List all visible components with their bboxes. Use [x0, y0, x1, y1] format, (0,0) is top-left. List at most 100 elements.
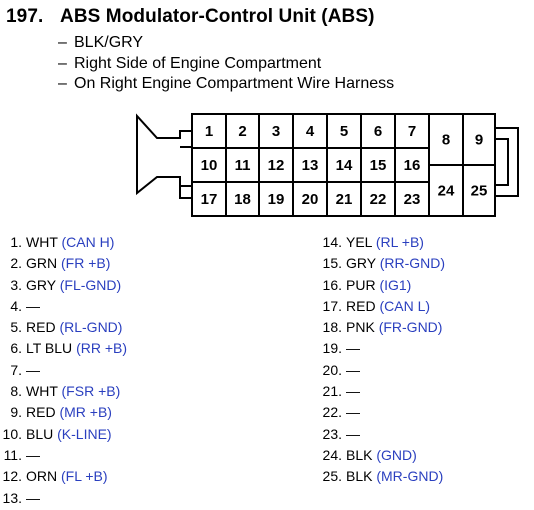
pin-entry: 12.ORN (FL +B)	[0, 466, 127, 487]
pin-entry: 20.—	[320, 360, 445, 381]
cavity-number: 23	[404, 191, 421, 208]
pin-number: 24.	[322, 446, 342, 463]
cavity-number: 22	[370, 191, 387, 208]
pin-entry: 6.LT BLU (RR +B)	[0, 338, 127, 359]
pin-number: 16.	[322, 276, 342, 293]
pin-entry: 22.—	[320, 402, 445, 423]
cavity-number: 7	[408, 123, 416, 140]
connector-notes: –BLK/GRY –Right Side of Engine Compartme…	[58, 33, 394, 95]
cavity-number: 1	[205, 123, 213, 140]
cavity-number: 5	[340, 123, 348, 140]
connector-tab-inner	[494, 138, 509, 186]
wire-color: WHT	[26, 383, 58, 400]
wire-color: —	[346, 361, 360, 378]
pin-entry: 23.—	[320, 424, 445, 445]
cavity-number: 19	[268, 191, 285, 208]
wire-color: GRY	[26, 276, 56, 293]
wire-color: —	[346, 425, 360, 442]
cavity-number: 20	[302, 191, 319, 208]
cavity-number: 2	[238, 123, 246, 140]
pin-number: 6.	[10, 340, 22, 357]
pin-entry: 9.RED (MR +B)	[0, 402, 127, 423]
pin-entry: 8.WHT (FSR +B)	[0, 381, 127, 402]
pin-entry: 11.—	[0, 445, 127, 466]
signal-name: (FL +B)	[61, 468, 108, 485]
pin-number: 9.	[10, 404, 22, 421]
cavity-number: 10	[201, 157, 218, 174]
pin-entry: 7.—	[0, 360, 127, 381]
signal-name: (RL-GND)	[59, 319, 123, 336]
wire-color: —	[26, 446, 40, 463]
note-location: –Right Side of Engine Compartment	[58, 54, 322, 72]
pin-entry: 3.GRY (FL-GND)	[0, 275, 127, 296]
cavity-number: 21	[336, 191, 353, 208]
signal-name: (FR-GND)	[378, 319, 443, 336]
note-harness: –On Right Engine Compartment Wire Harnes…	[58, 75, 395, 92]
pin-entry: 19.—	[320, 338, 445, 359]
wire-color: YEL	[346, 234, 372, 250]
component-title: 197. ABS Modulator-Control Unit (ABS)	[6, 6, 375, 28]
wire-color: —	[346, 383, 360, 400]
wire-color: PUR	[346, 276, 376, 293]
connector-tab-outline	[495, 127, 519, 197]
pin-number: 15.	[322, 255, 342, 272]
cavity-number: 12	[268, 157, 285, 174]
component-number: 197.	[6, 6, 44, 27]
component-name: ABS Modulator-Control Unit (ABS)	[60, 6, 375, 27]
signal-name: (CAN L)	[379, 297, 431, 314]
wire-color: ORN	[26, 468, 58, 485]
wire-color: BLK	[346, 446, 373, 463]
wire-color: RED	[26, 319, 56, 336]
wire-color: RED	[346, 297, 376, 314]
pin-number: 4.	[10, 297, 22, 314]
signal-name: (IG1)	[379, 276, 412, 293]
pin-number: 23.	[322, 425, 342, 442]
signal-name: (FSR +B)	[61, 383, 121, 400]
pin-number: 17.	[322, 297, 342, 314]
pin-number: 14.	[322, 234, 342, 250]
pin-number: 11.	[3, 446, 22, 463]
wire-color: PNK	[346, 319, 375, 336]
wire-color: —	[26, 361, 40, 378]
pin-number: 8.	[10, 383, 22, 400]
pin-entry: 2.GRN (FR +B)	[0, 253, 127, 274]
wire-color: BLU	[26, 425, 54, 442]
cavity-number: 18	[234, 191, 251, 208]
pin-number: 1.	[10, 234, 22, 250]
pin-number: 12.	[2, 468, 22, 485]
signal-name: (CAN H)	[61, 234, 115, 250]
pin-number: 3.	[10, 276, 22, 293]
wire-color: BLK	[346, 468, 373, 485]
wire-color: —	[26, 489, 40, 506]
cavity-number: 3	[272, 123, 280, 140]
pin-list-left: 1.WHT (CAN H)2.GRN (FR +B)3.GRY (FL-GND)…	[0, 232, 127, 509]
cavity-number: 13	[302, 157, 319, 174]
connector-cavity	[462, 164, 496, 217]
wire-color: GRY	[346, 255, 376, 272]
wire-color: —	[346, 340, 360, 357]
pin-entry: 21.—	[320, 381, 445, 402]
pin-entry: 25.BLK (MR-GND)	[320, 466, 445, 487]
pin-number: 13.	[2, 489, 22, 506]
signal-name: (RR-GND)	[379, 255, 446, 272]
cavity-number: 16	[404, 157, 421, 174]
pin-entry: 17.RED (CAN L)	[320, 296, 445, 317]
cavity-number: 8	[442, 132, 450, 149]
pin-number: 7.	[10, 361, 22, 378]
pin-number: 20.	[322, 361, 342, 378]
cavity-number: 9	[475, 132, 483, 149]
wire-color: WHT	[26, 234, 58, 250]
pin-number: 10.	[2, 425, 22, 442]
wire-color: —	[26, 297, 40, 314]
cavity-number: 11	[235, 157, 251, 174]
pin-number: 18.	[322, 319, 342, 336]
pin-number: 22.	[322, 404, 342, 421]
pin-entry: 13.—	[0, 488, 127, 509]
cavity-number: 24	[438, 183, 455, 200]
pin-entry: 24.BLK (GND)	[320, 445, 445, 466]
pin-entry: 10.BLU (K-LINE)	[0, 424, 127, 445]
pin-number: 2.	[10, 255, 22, 272]
cavity-number: 6	[374, 123, 382, 140]
pin-number: 5.	[10, 319, 22, 336]
